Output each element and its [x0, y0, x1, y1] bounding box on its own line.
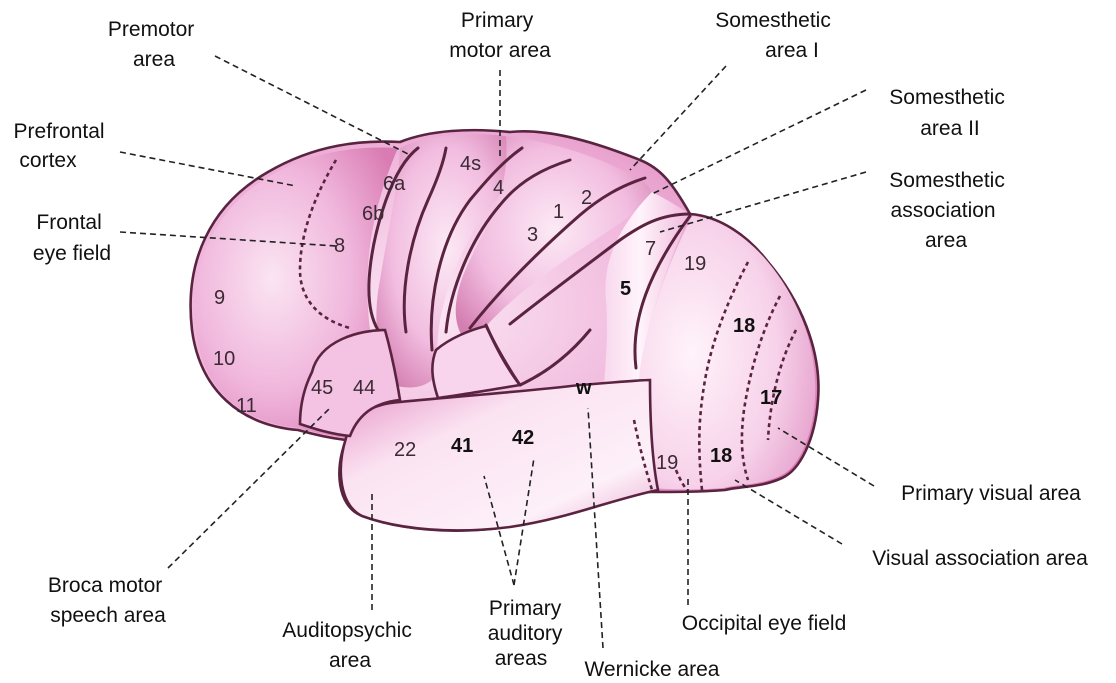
label-broca-motor-speech-area: Broca motor speech area: [48, 574, 168, 627]
area-19-lower: 19: [656, 452, 678, 474]
label-wernicke-area: Wernicke area: [584, 658, 719, 681]
area-5: 5: [620, 278, 631, 300]
label-prefrontal-cortex: Prefrontal cortex: [14, 120, 111, 172]
label-visual-association-area: Visual association area: [872, 547, 1088, 570]
label-somesthetic-association-area: Somesthetic association area: [889, 169, 1010, 252]
area-44: 44: [353, 377, 375, 399]
area-7: 7: [645, 238, 656, 260]
label-primary-visual-area: Primary visual area: [901, 482, 1081, 505]
area-22: 22: [394, 439, 416, 461]
brain-body: [191, 130, 819, 531]
area-18-middle: 18: [733, 315, 755, 337]
area-2: 2: [581, 187, 592, 209]
area-4: 4: [493, 177, 504, 199]
label-somesthetic-area-2: Somesthetic area II: [889, 86, 1010, 140]
label-auditopsychic-area: Auditopsychic area: [282, 619, 417, 672]
area-18-lower: 18: [710, 445, 732, 467]
label-frontal-eye-field: Frontal eye field: [33, 211, 111, 265]
area-4s: 4s: [460, 153, 481, 175]
area-17: 17: [760, 387, 782, 409]
area-w: w: [575, 377, 592, 399]
label-premotor-area: Premotor area: [108, 18, 200, 71]
area-9: 9: [214, 287, 225, 309]
label-occipital-eye-field: Occipital eye field: [682, 612, 847, 635]
area-42: 42: [512, 427, 534, 449]
area-6b: 6b: [362, 203, 384, 225]
area-8: 8: [334, 235, 345, 257]
label-primary-auditory-areas: Primary auditory areas: [488, 597, 569, 670]
area-10: 10: [213, 348, 235, 370]
label-somesthetic-area-1: Somesthetic area I: [715, 9, 836, 62]
area-11: 11: [236, 395, 257, 417]
area-19-upper: 19: [684, 253, 706, 275]
area-1: 1: [553, 201, 564, 223]
area-45: 45: [311, 377, 333, 399]
label-primary-motor-area: Primary motor area: [449, 9, 551, 62]
area-6a: 6a: [383, 173, 406, 195]
area-41: 41: [451, 435, 473, 457]
area-3: 3: [527, 224, 538, 246]
